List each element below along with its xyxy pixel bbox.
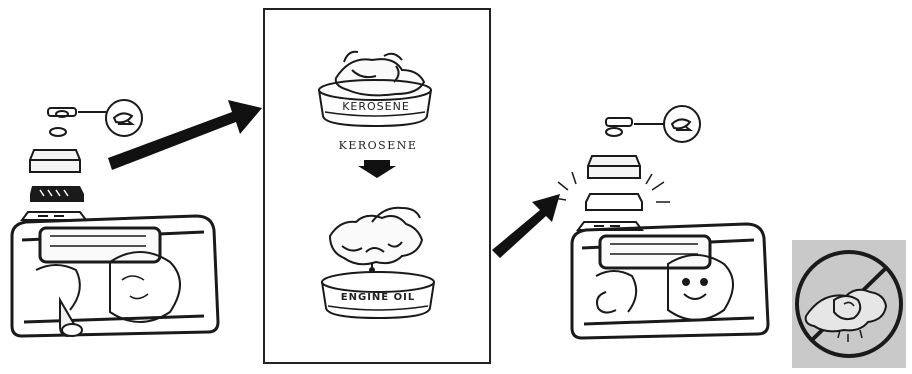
right-screw-callout xyxy=(605,105,701,143)
right-filter-base xyxy=(576,221,644,231)
left-generator-frame xyxy=(10,214,220,338)
engine-oil-bowl-label: ENGINE OIL xyxy=(340,292,416,303)
right-filter-element-clean xyxy=(553,171,670,211)
left-screw-callout xyxy=(47,99,143,137)
left-filter-cover xyxy=(29,149,81,173)
kerosene-bowl-label: KEROSENE xyxy=(342,100,410,113)
kerosene-caption: KEROSENE xyxy=(338,139,418,152)
left-filter-element xyxy=(30,186,84,202)
right-filter-cover xyxy=(587,155,641,179)
right-generator-frame xyxy=(570,222,770,340)
